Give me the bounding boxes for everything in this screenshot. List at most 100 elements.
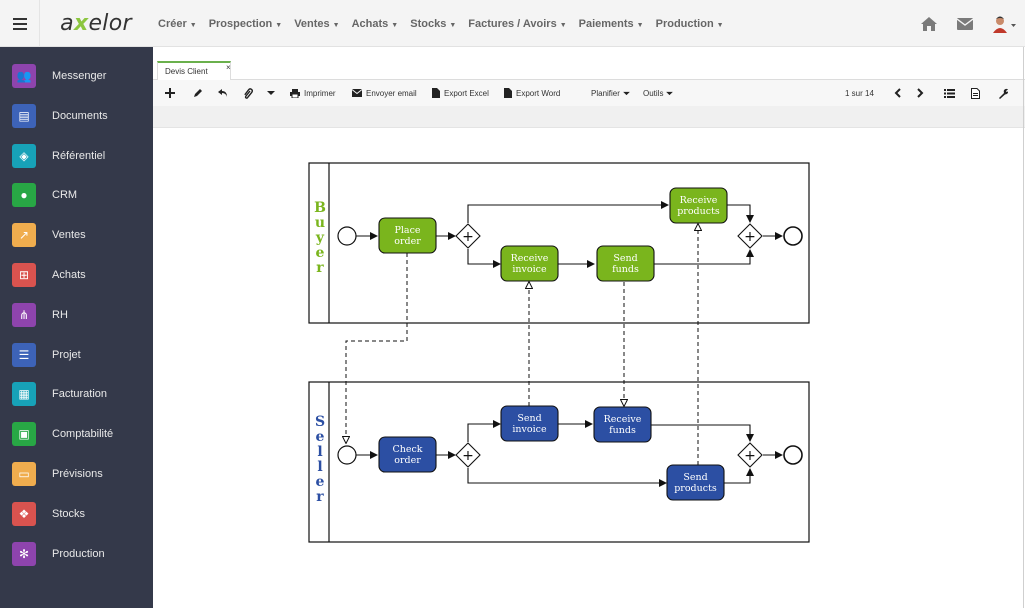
export-excel-label: Export Excel [444, 88, 489, 98]
menu-toggle-button[interactable] [0, 0, 40, 47]
nav-production[interactable]: Production▼ [656, 18, 724, 30]
sequence-flow [652, 249, 754, 265]
home-button[interactable] [911, 0, 947, 47]
caret-down-icon: ▼ [332, 21, 340, 29]
caret-down-icon: ▼ [449, 21, 457, 29]
new-button[interactable] [165, 80, 175, 106]
previous-record-button[interactable] [894, 80, 901, 106]
tab-devis-client[interactable]: Devis Client × [157, 61, 231, 80]
gateway-plus-icon: + [462, 448, 474, 464]
sidebar-item-label: Achats [52, 269, 86, 281]
sidebar-item-label: Facturation [52, 388, 108, 401]
user-icon: ● [12, 183, 36, 208]
cube-icon: ◈ [12, 143, 36, 168]
sidebar-item-achats[interactable]: ⊞ Achats [0, 255, 153, 295]
nav-stocks[interactable]: Stocks▼ [410, 18, 456, 30]
export-word-button[interactable]: Export Word [504, 80, 560, 106]
gateway-plus-icon: + [744, 448, 756, 464]
sidebar-item-stocks[interactable]: ❖Stocks [0, 494, 153, 534]
seller-end-event[interactable] [783, 445, 803, 465]
nav-paiements[interactable]: Paiements▼ [579, 18, 644, 30]
form-view-button[interactable] [971, 80, 980, 106]
sidebar-item-label: Comptabilité [52, 428, 114, 441]
sidebar-item-projet[interactable]: ☰Projet [0, 335, 153, 375]
more-actions-dropdown[interactable] [267, 80, 275, 106]
task-label-line2: order [394, 455, 421, 466]
lane-label-letter: l [317, 459, 322, 475]
lane-label-letter: l [317, 444, 322, 460]
undo-button[interactable] [218, 80, 228, 106]
planifier-label: Planifier [591, 88, 620, 98]
list-view-button[interactable] [944, 80, 955, 106]
nav-factures[interactable]: Factures / Avoirs▼ [468, 18, 566, 30]
sequence-flow [467, 420, 501, 442]
outils-dropdown[interactable]: Outils [643, 80, 674, 106]
main-content: Devis Client × Imprimer Envoyer email [153, 47, 1025, 608]
parallel-gateway[interactable]: + [455, 442, 481, 468]
nav-ventes[interactable]: Ventes▼ [294, 18, 339, 30]
export-excel-button[interactable]: Export Excel [432, 80, 489, 106]
sidebar-item-label: RH [52, 308, 68, 321]
attachment-button[interactable] [243, 80, 253, 106]
send-email-label: Envoyer email [366, 88, 417, 98]
messages-button[interactable] [947, 0, 983, 47]
home-icon [921, 16, 937, 31]
seller-start-event[interactable] [337, 445, 357, 465]
sidebar-item-facturation[interactable]: ▦Facturation [0, 374, 153, 414]
sidebar-item-crm[interactable]: ● CRM [0, 175, 153, 215]
caret-down-icon [623, 91, 630, 95]
top-right-actions [911, 0, 1025, 47]
nav-achats[interactable]: Achats▼ [352, 18, 399, 30]
task-label-line2: funds [609, 425, 636, 436]
cart-icon: ⊞ [12, 263, 36, 287]
sidebar-item-label: Prévisions [52, 468, 103, 480]
buyer-end-event[interactable] [783, 226, 803, 246]
sidebar-item-ventes[interactable]: ↗Ventes [0, 215, 153, 255]
sidebar-item-previsions[interactable]: ▭Prévisions [0, 454, 153, 494]
user-menu-button[interactable] [983, 0, 1025, 47]
sidebar-item-documents[interactable]: ▤Documents [0, 96, 153, 136]
nav-creer[interactable]: Créer▼ [158, 18, 197, 30]
lane-label-letter: B [314, 200, 326, 216]
nav-prospection[interactable]: Prospection▼ [209, 18, 283, 30]
sidebar-item-rh[interactable]: ⋔RH [0, 295, 153, 335]
sidebar-item-label: CRM [52, 189, 78, 202]
pencil-icon [194, 89, 202, 97]
next-record-button[interactable] [917, 80, 924, 106]
edit-button[interactable] [193, 80, 203, 106]
print-button[interactable]: Imprimer [290, 80, 336, 106]
chevron-right-icon [917, 88, 924, 98]
pager-text: 1 sur 14 [845, 80, 874, 106]
printer-icon [290, 88, 300, 98]
parallel-gateway[interactable]: + [737, 223, 763, 249]
sidebar-item-messenger[interactable]: 👥Messenger [0, 56, 153, 96]
planifier-dropdown[interactable]: Planifier [591, 80, 630, 106]
tab-close-icon[interactable]: × [226, 63, 231, 72]
sidebar-item-comptabilite[interactable]: ▣Comptabilité [0, 414, 153, 454]
sidebar-item-referentiel[interactable]: ◈ Référentiel [0, 136, 153, 176]
sequence-flow [651, 424, 754, 442]
sidebar-item-production[interactable]: ✻Production [0, 534, 153, 574]
send-email-button[interactable]: Envoyer email [352, 80, 417, 106]
parallel-gateway[interactable]: + [737, 442, 763, 468]
task-label-line1: Check [392, 444, 422, 455]
sequence-flow [467, 249, 501, 268]
parallel-gateway[interactable]: + [455, 223, 481, 249]
user-avatar-icon [993, 16, 1016, 33]
settings-button[interactable] [998, 80, 1009, 106]
sequence-flow [467, 201, 669, 223]
sidebar-item-label: Référentiel [52, 149, 106, 162]
buyer-start-event[interactable] [337, 226, 357, 246]
